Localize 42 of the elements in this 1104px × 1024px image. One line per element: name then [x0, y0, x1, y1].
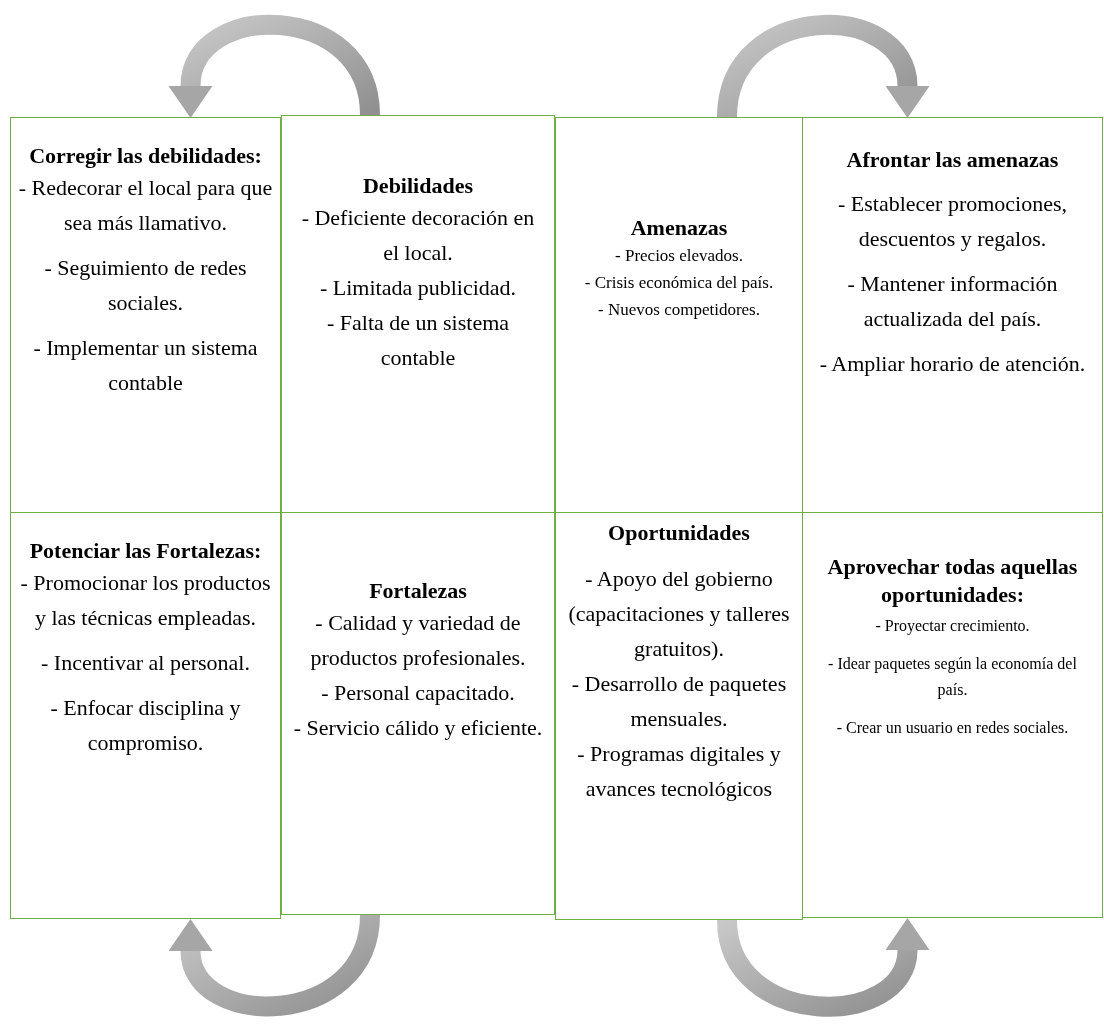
bullet-text: - Ampliar horario de atención. — [819, 350, 1086, 378]
bullet-text: - Proyectar crecimiento. — [875, 616, 1030, 637]
text-box — [555, 117, 803, 513]
box-heading: Debilidades — [363, 172, 473, 200]
text-box — [281, 512, 555, 915]
bullet-text: - Incentivar al personal. — [41, 649, 250, 677]
box-heading: Oportunidades — [608, 519, 750, 547]
curved-arrow — [717, 15, 930, 119]
bullet-text: - Apoyo del gobierno (capacitaciones y talleres gratuitos). — [567, 565, 791, 663]
bullet-text: - Desarrollo de paquetes mensuales. — [570, 670, 788, 733]
text-box — [802, 117, 1103, 513]
bullet-text: - Programas digitales y avances tecnológicos — [576, 740, 782, 803]
bullet-text: - Limitada publicidad. — [319, 274, 517, 302]
bullet-text: - Mantener información actualizada del país. — [846, 270, 1059, 333]
bullet-text: - Personal capacitado. — [321, 679, 515, 707]
box-heading: Fortalezas — [369, 577, 467, 605]
curved-arrow — [168, 913, 380, 1016]
text-box — [10, 512, 281, 919]
bullet-text: - Establecer promociones, descuentos y regalos. — [836, 190, 1069, 253]
text-box — [802, 512, 1103, 918]
box-heading: Aprovechar todas aquellas oportunidades: — [826, 553, 1079, 609]
bullet-text: - Calidad y variedad de productos profesionales. — [309, 609, 527, 672]
box-heading: Corregir las debilidades: — [29, 142, 262, 170]
bullet-text: - Enfocar disciplina y compromiso. — [49, 694, 242, 757]
text-box — [555, 512, 803, 920]
bullet-text: - Nuevos competidores. — [598, 299, 760, 321]
bullet-text: - Servicio cálido y eficiente. — [293, 714, 543, 742]
bullet-text: - Idear paquetes según la economía del país. — [827, 654, 1078, 701]
bullet-text: - Seguimiento de redes sociales. — [43, 254, 248, 317]
bullet-text: - Redecorar el local para que sea más llamativo. — [17, 174, 274, 237]
bullet-text: - Implementar un sistema contable — [32, 334, 259, 397]
bullet-text: - Crear un usuario en redes sociales. — [836, 718, 1069, 738]
box-heading: Amenazas — [630, 214, 728, 242]
bullet-text: - Falta de un sistema contable — [325, 309, 511, 372]
box-heading: Afrontar las amenazas — [846, 146, 1059, 174]
box-heading: Potenciar las Fortalezas: — [29, 537, 262, 565]
text-box — [281, 115, 555, 513]
bullet-text: - Precios elevados. — [615, 245, 743, 267]
bullet-text: - Crisis económica del país. — [584, 272, 774, 294]
bullet-text: - Deficiente decoración en el local. — [300, 204, 536, 267]
bullet-text: - Promocionar los productos y las técnicas empleadas. — [19, 569, 272, 632]
text-box — [10, 117, 281, 513]
